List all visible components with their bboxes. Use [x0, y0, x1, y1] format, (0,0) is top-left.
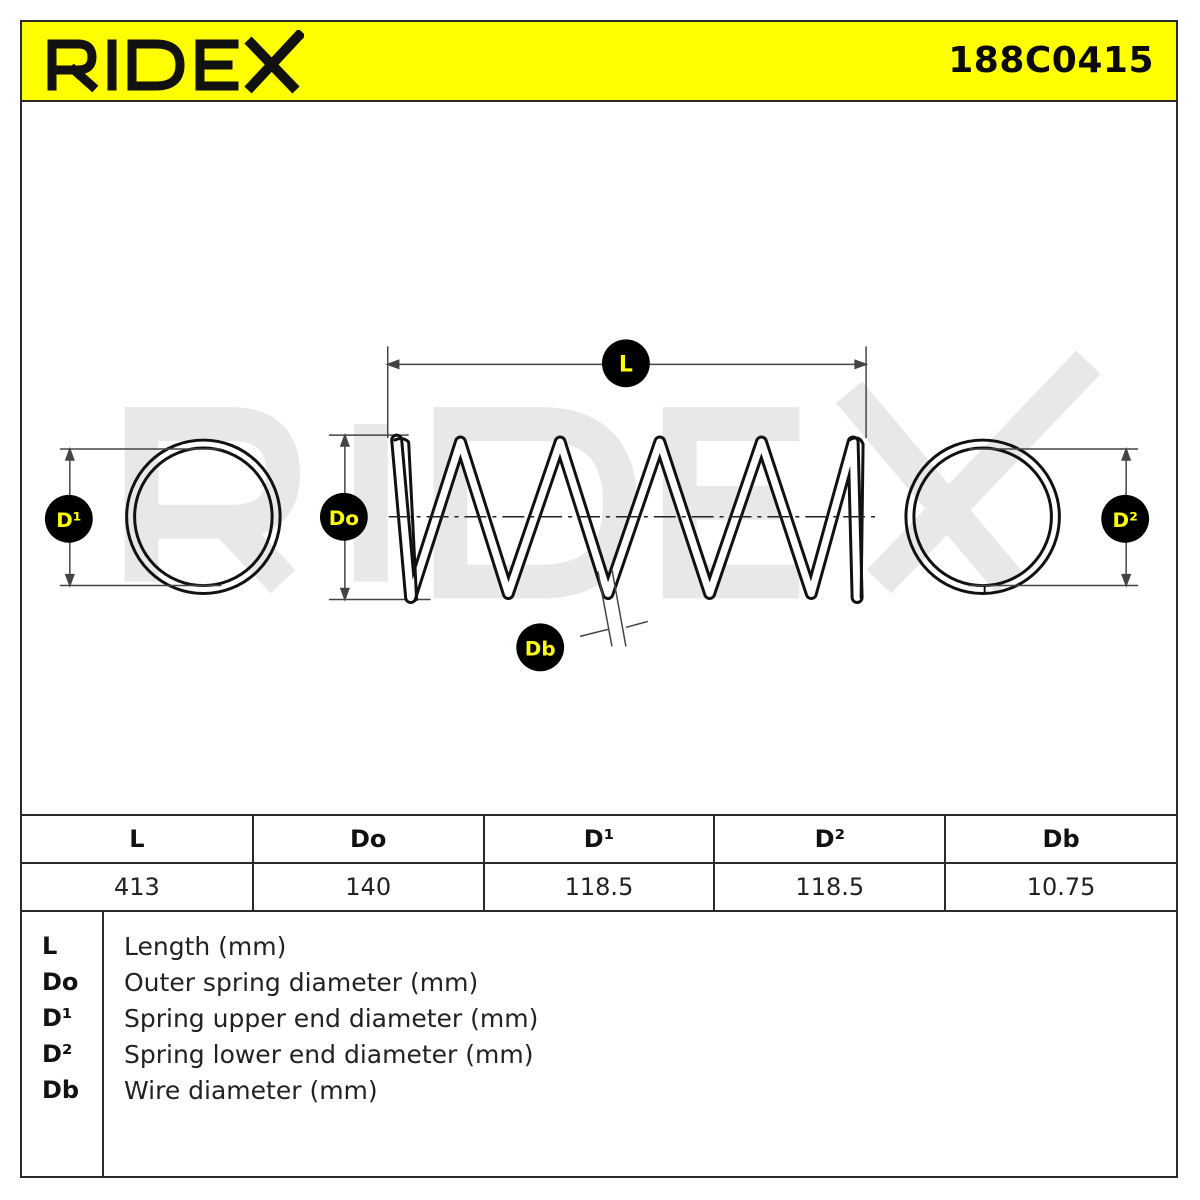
badge-lower-end-diameter: D²: [1101, 494, 1150, 543]
legend-divider: [102, 912, 104, 1178]
svg-text:Db: Db: [525, 637, 556, 660]
spec-table: L Do D¹ D² Db 413 140 118.5 118.5 10.75: [22, 814, 1176, 912]
spec-value-row: 413 140 118.5 118.5 10.75: [22, 862, 1176, 912]
legend-key: D²: [42, 1040, 73, 1068]
watermark-logo: [124, 350, 1101, 599]
part-number: 188C0415: [948, 40, 1154, 81]
legend-description: Length (mm): [124, 932, 287, 961]
legend-item: D² Spring lower end diameter (mm): [22, 1040, 1176, 1076]
badge-outer-diameter: Do: [319, 492, 368, 541]
spec-value-lower-end-diameter: 118.5: [713, 862, 947, 912]
svg-text:L: L: [619, 352, 633, 377]
legend-description: Spring lower end diameter (mm): [124, 1040, 534, 1069]
legend-description: Outer spring diameter (mm): [124, 968, 479, 997]
spec-value-upper-end-diameter: 118.5: [482, 862, 716, 912]
spring-coil: [390, 433, 865, 604]
badge-length: L: [601, 339, 650, 388]
legend: L Length (mm) Do Outer spring diameter (…: [22, 912, 1176, 1178]
spec-value-length: 413: [22, 862, 254, 912]
badge-upper-end-diameter: D¹: [44, 494, 93, 543]
spec-header-wire-diameter: Db: [944, 814, 1176, 864]
ridex-logo: [47, 30, 304, 94]
wire-diameter-dimension: [579, 569, 649, 647]
upper-end-dimension: [59, 446, 222, 588]
spec-header-upper-end-diameter: D¹: [482, 814, 716, 864]
legend-key: Do: [42, 968, 79, 996]
svg-text:D¹: D¹: [56, 509, 81, 532]
legend-key: L: [42, 932, 58, 960]
spec-header-outer-diameter: Do: [251, 814, 485, 864]
legend-item: Do Outer spring diameter (mm): [22, 968, 1176, 1004]
legend-key: Db: [42, 1076, 80, 1104]
legend-item: L Length (mm): [22, 932, 1176, 968]
spring-diagram: L D¹ Do D² Db: [44, 339, 1150, 672]
badge-wire-diameter: Db: [516, 623, 565, 672]
spec-value-wire-diameter: 10.75: [944, 862, 1176, 912]
legend-description: Spring upper end diameter (mm): [124, 1004, 539, 1033]
product-sheet: 188C0415: [20, 20, 1178, 1178]
legend-key: D¹: [42, 1004, 73, 1032]
legend-description: Wire diameter (mm): [124, 1076, 378, 1105]
legend-item: D¹ Spring upper end diameter (mm): [22, 1004, 1176, 1040]
spec-header-lower-end-diameter: D²: [713, 814, 947, 864]
svg-text:D²: D²: [1113, 509, 1138, 532]
legend-item: Db Wire diameter (mm): [22, 1076, 1176, 1112]
svg-text:Do: Do: [329, 507, 359, 530]
header-bar: 188C0415: [22, 22, 1176, 102]
spec-header-row: L Do D¹ D² Db: [22, 814, 1176, 864]
spec-header-length: L: [22, 814, 254, 864]
spec-value-outer-diameter: 140: [251, 862, 485, 912]
